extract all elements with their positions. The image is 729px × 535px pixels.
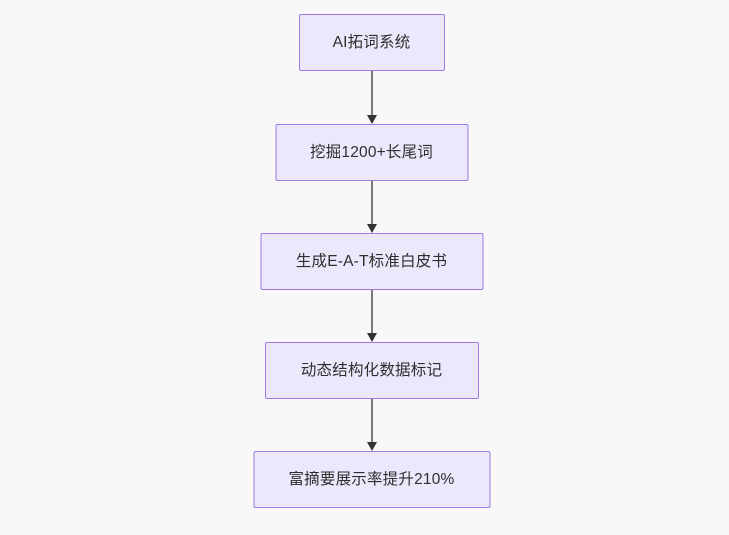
- flowchart-connector-2: [365, 290, 379, 342]
- arrowhead-down-icon: [366, 115, 377, 124]
- flowchart-node-label: 动态结构化数据标记: [300, 361, 443, 379]
- flowchart-node-rich-snippet-impression-uplift[interactable]: 富摘要展示率提升210%: [253, 451, 490, 508]
- arrowhead-down-icon: [366, 333, 377, 342]
- connector-line: [370, 181, 373, 224]
- connector-line: [370, 290, 373, 333]
- flowchart-node-mine-longtail-keywords[interactable]: 挖掘1200+长尾词: [275, 124, 468, 181]
- flowchart-node-dynamic-structured-data-markup[interactable]: 动态结构化数据标记: [264, 342, 479, 399]
- flowchart-node-label: 挖掘1200+长尾词: [309, 143, 434, 161]
- flowchart-connector-3: [365, 399, 379, 451]
- connector-line: [370, 71, 373, 115]
- flowchart-node-generate-eat-whitepaper[interactable]: 生成E-A-T标准白皮书: [260, 233, 483, 290]
- arrowhead-down-icon: [366, 442, 377, 451]
- flowchart-node-label: 富摘要展示率提升210%: [288, 470, 455, 488]
- flowchart-connector-0: [365, 71, 379, 124]
- connector-line: [370, 399, 373, 442]
- arrowhead-down-icon: [366, 224, 377, 233]
- flowchart-node-label: 生成E-A-T标准白皮书: [295, 252, 448, 270]
- flowchart-node-label: AI拓词系统: [332, 33, 411, 51]
- flowchart-node-ai-keyword-system[interactable]: AI拓词系统: [298, 14, 445, 71]
- flowchart-connector-1: [365, 181, 379, 233]
